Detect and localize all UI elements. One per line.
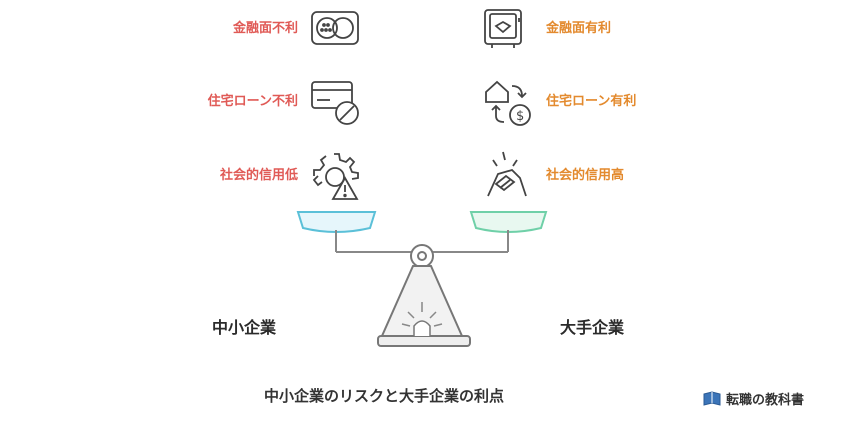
left-scale-pan (296, 211, 377, 252)
gear-warning-icon (312, 153, 359, 200)
safe-icon (484, 9, 522, 48)
left-item-3-label: 社会的信用低 (219, 168, 298, 183)
book-icon (703, 390, 721, 406)
right-scale-pan (469, 211, 548, 252)
right-item-3-label: 社会的信用高 (546, 168, 625, 183)
scale-base (377, 265, 471, 347)
right-side-title: 大手企業 (560, 318, 625, 337)
card-reader-icon (311, 11, 359, 45)
diagram-caption: 中小企業のリスクと大手企業の利点 (264, 387, 505, 405)
left-item-1-label: 金融面不利 (232, 21, 298, 36)
right-item-2-label: 住宅ローン有利 (546, 94, 637, 109)
house-money-icon: $ (485, 80, 531, 126)
left-side-title: 中小企業 (212, 318, 277, 337)
svg-text:$: $ (516, 109, 524, 124)
brand-logo: 転職の教科書 (702, 389, 804, 408)
card-denied-icon (311, 81, 359, 125)
right-item-1-label: 金融面有利 (546, 21, 612, 36)
handshake-icon (487, 151, 527, 197)
left-item-2-label: 住宅ローン不利 (207, 94, 298, 109)
brand-name: 転職の教科書 (726, 393, 805, 408)
